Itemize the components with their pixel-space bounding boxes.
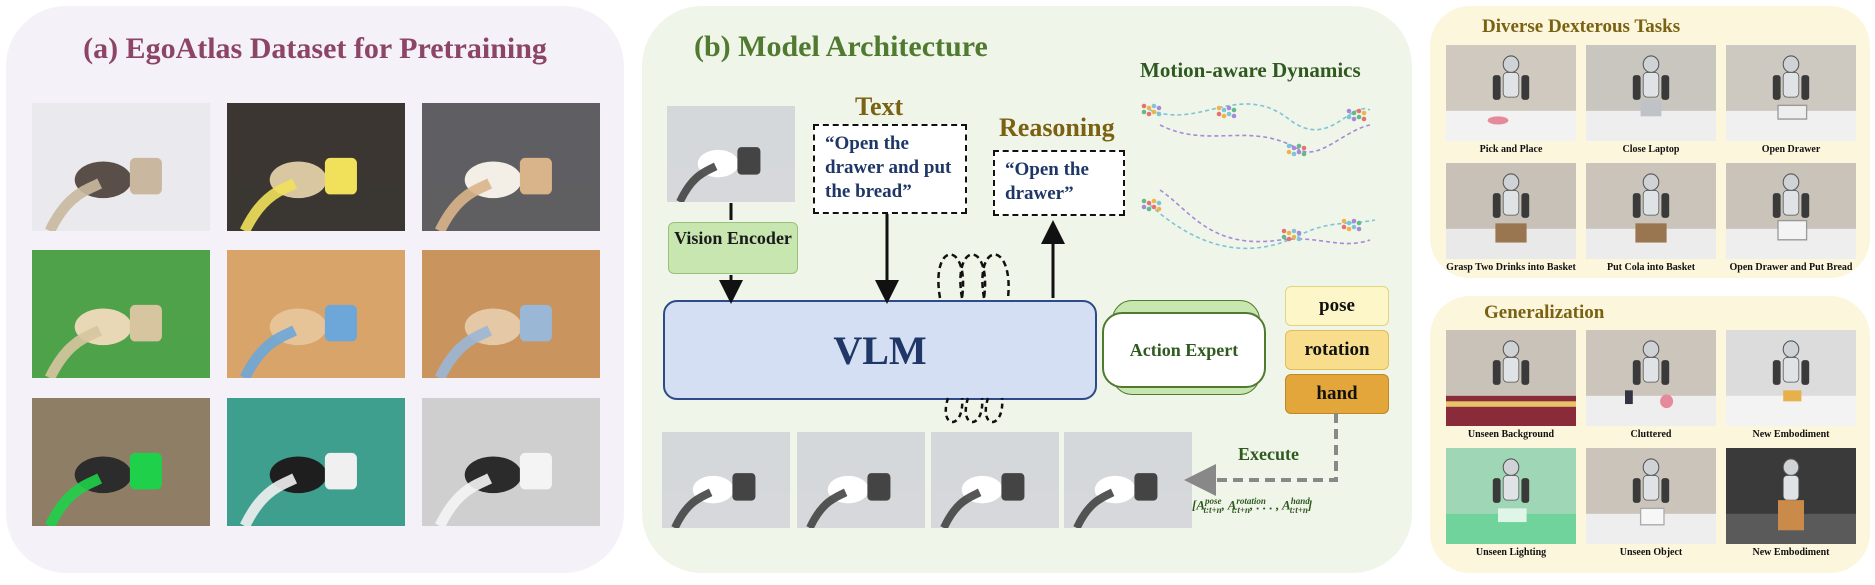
ego-photo-5 <box>227 250 405 378</box>
grid-c1-caption: Open Drawer <box>1761 144 1821 155</box>
grid-c1-caption: Pick and Place <box>1479 144 1543 155</box>
grid-c1-photo-6 <box>1726 163 1856 259</box>
ego-photo-2 <box>227 103 405 231</box>
grid-c1-photo-4 <box>1446 163 1576 259</box>
grid-c1-caption: Close Laptop <box>1622 144 1680 155</box>
text-label: Text <box>855 92 904 121</box>
grid-c2-photo-6 <box>1726 448 1856 544</box>
grid-c2-caption: Unseen Object <box>1619 547 1683 558</box>
architecture-panel-title: (b) Model Architecture <box>694 30 988 63</box>
ego-photo-3 <box>422 103 600 231</box>
rollout-frame-3 <box>931 432 1059 528</box>
grid-c2-caption: Unseen Background <box>1467 429 1555 440</box>
grid-c1-photo-1 <box>1446 45 1576 141</box>
grid-c2-caption: Cluttered <box>1630 429 1672 440</box>
pose-token: pose <box>1285 286 1389 326</box>
ego-photo-4 <box>32 250 210 378</box>
grid-c2-photo-4 <box>1446 448 1576 544</box>
hand-token: hand <box>1285 374 1389 414</box>
grid-c2-photo-2 <box>1586 330 1716 426</box>
rollout-frame-1 <box>662 432 790 528</box>
reasoning-label: Reasoning <box>999 113 1115 142</box>
grid-c1-caption: Open Drawer and Put Bread <box>1729 262 1853 273</box>
reasoning-box: “Open the drawer” <box>993 150 1125 216</box>
rollout-frame-2 <box>797 432 925 528</box>
rotation-token: rotation <box>1285 330 1389 370</box>
generalization-panel-title: Generalization <box>1484 302 1605 323</box>
grid-c1-caption: Grasp Two Drinks into Basket <box>1446 262 1576 273</box>
grid-c2-caption: Unseen Lighting <box>1475 547 1547 558</box>
action-chunk-formula: [Aposet:t+n, Arotationt:t+n, . . . , Aha… <box>1192 496 1313 515</box>
grid-c1-photo-3 <box>1726 45 1856 141</box>
execute-label: Execute <box>1238 444 1299 464</box>
grid-c1-caption: Put Cola into Basket <box>1606 262 1696 273</box>
ego-photo-8 <box>227 398 405 526</box>
grid-c1-photo-5 <box>1586 163 1716 259</box>
tasks-panel-title: Diverse Dexterous Tasks <box>1482 16 1681 37</box>
vision-encoder-box: Vision Encoder <box>668 222 798 274</box>
ego-photo-6 <box>422 250 600 378</box>
grid-c2-photo-3 <box>1726 330 1856 426</box>
grid-c2-photo-5 <box>1586 448 1716 544</box>
grid-c2-caption: New Embodiment <box>1752 547 1830 558</box>
vlm-box: VLM <box>663 300 1097 400</box>
grid-c2-photo-1 <box>1446 330 1576 426</box>
dataset-panel-title: (a) EgoAtlas Dataset for Pretraining <box>83 32 547 65</box>
action-expert-box: Action Expert <box>1102 312 1266 388</box>
grid-c1-photo-2 <box>1586 45 1716 141</box>
input-observation-photo <box>667 106 795 202</box>
ego-photo-7 <box>32 398 210 526</box>
text-instruction-box: “Open the drawer and put the bread” <box>813 124 967 214</box>
ego-photo-9 <box>422 398 600 526</box>
rollout-frame-4 <box>1064 432 1192 528</box>
grid-c2-caption: New Embodiment <box>1752 429 1830 440</box>
motion-dynamics-title: Motion-aware Dynamics <box>1140 58 1361 82</box>
ego-photo-1 <box>32 103 210 231</box>
